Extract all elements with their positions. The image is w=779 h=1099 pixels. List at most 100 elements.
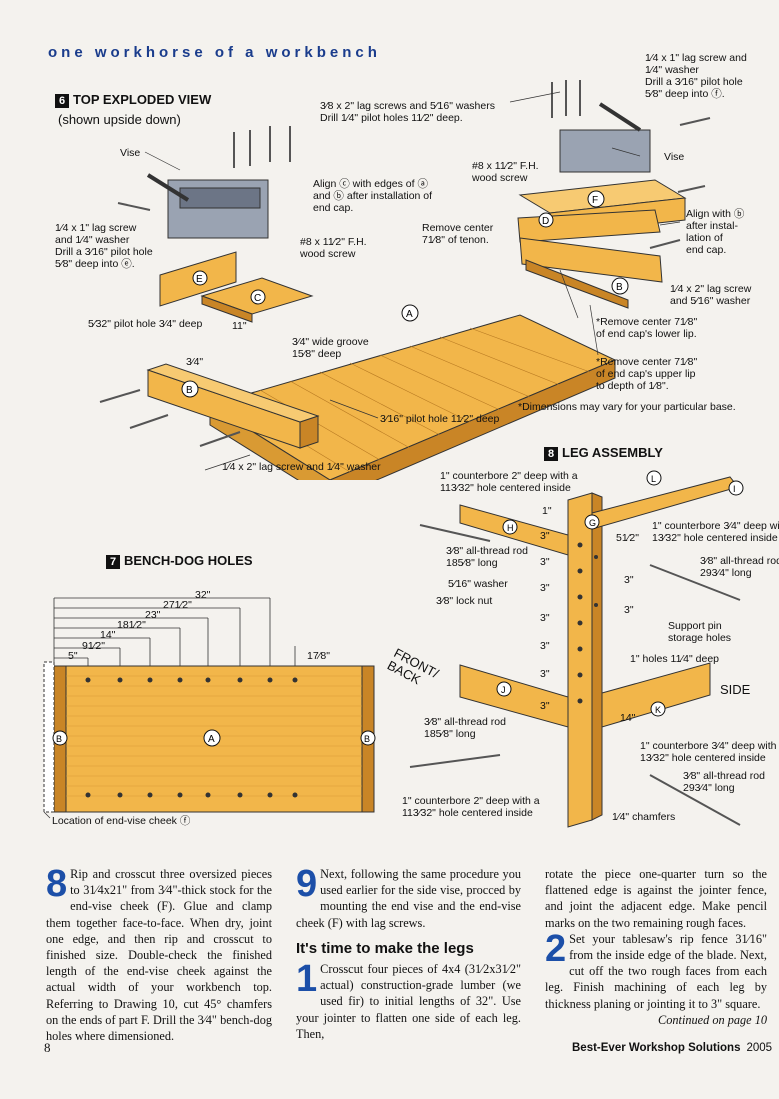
- fig8-dim-3-a: 3": [540, 530, 550, 542]
- fig6-part-a: A: [406, 309, 413, 320]
- fig8-part-l: L: [651, 474, 656, 484]
- fig8-label-counterbore-right-bottom: 1" counterbore 3⁄4" deep with a 13⁄32" h…: [640, 740, 777, 764]
- fig8-label-dim-1: 1": [542, 505, 552, 517]
- step-9-number: 9: [296, 863, 318, 905]
- fig6-label-wood-screw-mid: #8 x 11⁄2" F.H. wood screw: [300, 236, 367, 260]
- fig8-dim-3-b: 3": [540, 556, 550, 568]
- footer-publication: Best-Ever Workshop Solutions 2005: [572, 1042, 772, 1054]
- fig6-label-lag-2: 1⁄4 x 2" lag screw and 5⁄16" washer: [670, 283, 752, 307]
- fig6-part-c: C: [254, 293, 261, 304]
- fig6-label-pilot-532: 5⁄32" pilot hole 3⁄4" deep: [88, 318, 203, 330]
- publication-name: Best-Ever Workshop Solutions: [572, 1042, 741, 1054]
- fig6-part-e: E: [196, 274, 203, 285]
- fig7-heading: 7 BENCH-DOG HOLES: [106, 553, 253, 569]
- fig6-subtitle: (shown upside down): [58, 112, 181, 127]
- fig8-dim-3-c: 3": [540, 582, 550, 594]
- fig8-title: LEG ASSEMBLY: [562, 445, 663, 460]
- fig6-label-remove-tenon: Remove center 71⁄8" of tenon.: [422, 222, 494, 246]
- fig7-number: 7: [106, 555, 120, 569]
- fig7-dim-18-5: 181⁄2": [117, 619, 146, 631]
- fig8-heading: 8 LEG ASSEMBLY: [544, 445, 663, 461]
- fig8-label-chamfers: 1⁄4" chamfers: [612, 811, 676, 823]
- section-heading-legs: It's time to make the legs: [296, 939, 474, 957]
- fig7-part-b-left: B: [56, 734, 62, 744]
- fig8-label-counterbore-bottom: 1" counterbore 2" deep with a 113⁄32" ho…: [402, 795, 540, 819]
- fig6-part-b-right: B: [616, 282, 623, 293]
- fig6-label-remove-lower: *Remove center 71⁄8" of end cap's lower …: [596, 316, 698, 340]
- fig6-label-groove: 3⁄4" wide groove 15⁄8" deep: [292, 336, 369, 360]
- fig6-drawing: A B C E F D B: [99, 80, 711, 480]
- fig8-part-h: H: [507, 523, 514, 533]
- fig8-label-dim-14: 14": [620, 712, 636, 724]
- step-1-continued-text: rotate the piece one-quarter turn so the…: [545, 867, 767, 930]
- fig7-part-a: A: [208, 734, 215, 745]
- fig8-label-side: SIDE: [720, 682, 751, 697]
- fig6-label-lag-bottom: 1⁄4 x 2" lag screw and 1⁄4" washer: [222, 461, 381, 473]
- fig6-dimensions-note: *Dimensions may vary for your particular…: [518, 401, 736, 413]
- publication-year: 2005: [746, 1042, 773, 1054]
- fig8-label-rod-29-bottom: 3⁄8" all-thread rod 293⁄4" long: [683, 770, 765, 794]
- fig7-drawing: A B B: [43, 597, 376, 819]
- fig6-label-pilot-316: 3⁄16" pilot hole 11⁄2" deep: [380, 413, 500, 425]
- fig8-dim-3-d: 3": [540, 612, 550, 624]
- fig8-part-g: G: [589, 518, 596, 528]
- continued-note: Continued on page 10: [658, 1012, 767, 1027]
- fig8-label-rod-29-top: 3⁄8" all-thread rod 293⁄4" long: [700, 555, 779, 579]
- step-2-number: 2: [545, 927, 567, 970]
- fig6-label-dim-34: 3⁄4": [186, 356, 204, 368]
- fig6-label-wood-screw-right: #8 x 11⁄2" F.H. wood screw: [472, 160, 539, 184]
- fig6-label-dim-11: 11": [232, 320, 247, 332]
- fig8-dim-3-right-b: 3": [624, 604, 634, 616]
- step-8-number: 8: [46, 863, 68, 905]
- fig6-label-lag-right: 1⁄4 x 1" lag screw and 1⁄4" washer Drill…: [645, 52, 747, 100]
- fig7-location-note: Location of end-vise cheek ⓕ: [52, 815, 191, 827]
- step-1-text: Crosscut four pieces of 4x4 (31⁄2x31⁄2" …: [296, 962, 521, 1041]
- fig8-dim-3-e: 3": [540, 640, 550, 652]
- fig7-dim-5: 5": [68, 650, 78, 662]
- fig8-dim-3-right-a: 3": [624, 574, 634, 586]
- fig6-part-d: D: [542, 216, 549, 227]
- fig8-label-dim-5-5: 51⁄2": [616, 532, 639, 544]
- fig6-number: 6: [55, 94, 69, 108]
- fig7-dim-14: 14": [100, 629, 116, 641]
- fig6-part-b-left: B: [186, 385, 193, 396]
- fig6-part-f: F: [592, 195, 598, 206]
- fig6-label-vise-right: Vise: [664, 151, 685, 163]
- fig8-label-lock-nut: 3⁄8" lock nut: [436, 595, 493, 607]
- step-2-text: Set your tablesaw's rip fence 31⁄16" fro…: [545, 931, 767, 1011]
- fig7-part-b-right: B: [364, 734, 370, 744]
- fig7-title: BENCH-DOG HOLES: [124, 553, 253, 568]
- running-header: one workhorse of a workbench: [48, 44, 381, 61]
- fig6-label-align-c: Align ⓒ with edges of ⓐ and ⓑ after inst…: [313, 178, 433, 214]
- fig8-dim-3-g: 3": [540, 700, 550, 712]
- fig8-label-counterbore-right-top: 1" counterbore 3⁄4" deep with a 13⁄32" h…: [652, 520, 779, 544]
- fig8-part-k: K: [655, 705, 661, 715]
- fig6-label-lag-top: 3⁄8 x 2" lag screws and 5⁄16" washers Dr…: [320, 100, 495, 124]
- fig6-label-align-b: Align with ⓑ after instal- lation of end…: [686, 208, 745, 256]
- fig8-part-j: J: [501, 685, 506, 695]
- fig8-label-holes: 1" holes 11⁄4" deep: [630, 653, 719, 665]
- step-8-text: Rip and crosscut three oversized pieces …: [46, 867, 272, 1044]
- fig8-label-rod-18-top: 3⁄8" all-thread rod 185⁄8" long: [446, 545, 528, 569]
- fig7-dim-9-5: 91⁄2": [82, 640, 105, 652]
- fig8-label-rod-18-bottom: 3⁄8" all-thread rod 185⁄8" long: [424, 716, 506, 740]
- page-number: 8: [44, 1040, 51, 1055]
- step-1-number: 1: [296, 958, 318, 1001]
- fig8-dim-3-f: 3": [540, 668, 550, 680]
- fig6-label-remove-upper: *Remove center 71⁄8" of end cap's upper …: [596, 356, 698, 392]
- text-column-3: rotate the piece one-quarter turn so the…: [545, 866, 767, 1028]
- fig7-dim-23: 23": [145, 609, 161, 621]
- fig7-dim-32: 32": [195, 589, 211, 601]
- fig8-label-washer: 5⁄16" washer: [448, 578, 508, 590]
- fig7-dim-right: 17⁄8": [307, 650, 330, 662]
- fig8-drawing: H G I L J K: [409, 470, 744, 828]
- fig6-label-lag-left: 1⁄4 x 1" lag screw and 1⁄4" washer Drill…: [55, 222, 153, 270]
- fig7-dim-27-5: 271⁄2": [163, 599, 192, 611]
- fig8-number: 8: [544, 447, 558, 461]
- fig8-label-support-pin: Support pin storage holes: [668, 620, 732, 644]
- fig8-part-i: I: [733, 484, 736, 494]
- fig6-label-vise-left: Vise: [120, 147, 141, 159]
